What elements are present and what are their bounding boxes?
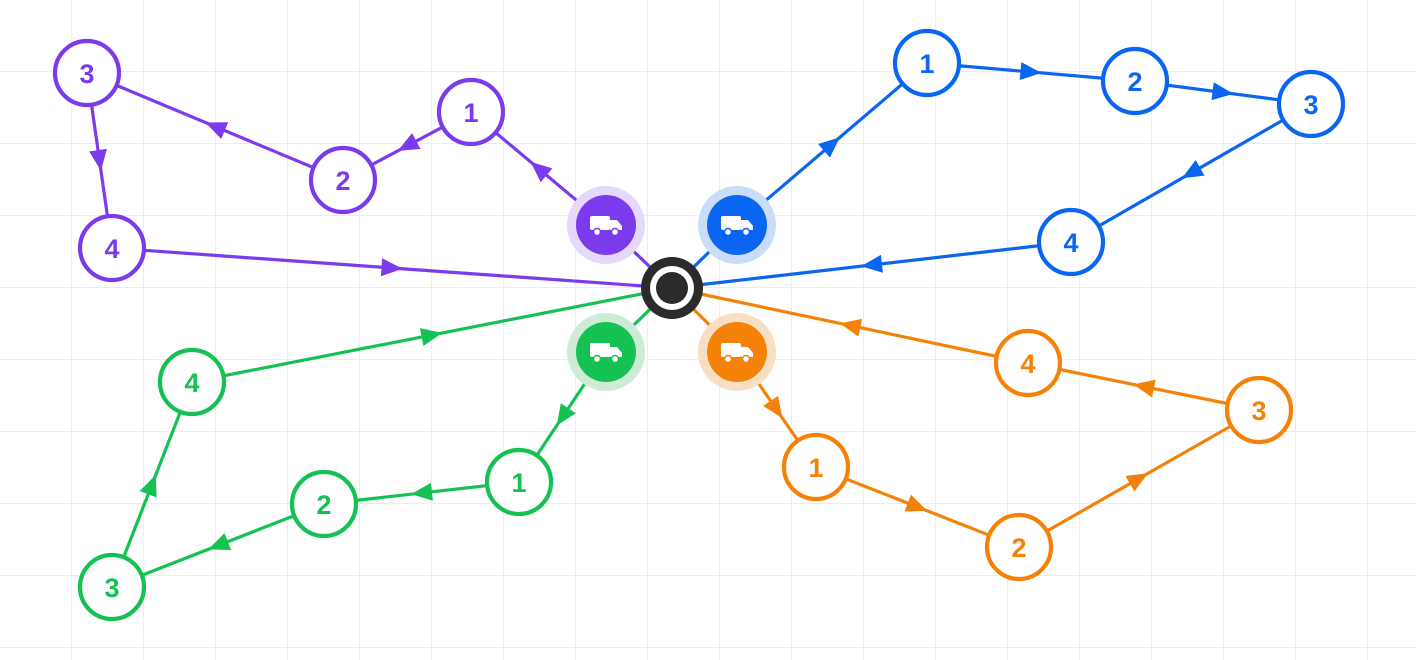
depot-dot bbox=[656, 272, 688, 304]
stop-label: 1 bbox=[919, 49, 934, 79]
stop-circle bbox=[984, 512, 1054, 582]
route-orange-stop-2[interactable]: 2 bbox=[984, 512, 1054, 582]
stop-label: 1 bbox=[808, 453, 823, 483]
route-green-direction-arrow-5 bbox=[419, 328, 443, 346]
stop-circle bbox=[77, 213, 147, 283]
stop-label: 3 bbox=[1303, 90, 1318, 120]
stop-circle bbox=[308, 145, 378, 215]
route-green-direction-arrow-3 bbox=[208, 533, 232, 551]
route-stops: 1 2 3 4 1 2 3 4 1 2 3 4 1 2 3 4 bbox=[52, 28, 1346, 622]
route-orange-truck-icon bbox=[721, 343, 753, 364]
stop-circle bbox=[1100, 46, 1170, 116]
stop-label: 4 bbox=[104, 234, 119, 264]
route-blue-stop-4[interactable]: 4 bbox=[1036, 207, 1106, 277]
route-green-stop-1[interactable]: 1 bbox=[484, 447, 554, 517]
stop-label: 3 bbox=[79, 59, 94, 89]
stop-circle bbox=[1276, 69, 1346, 139]
route-blue-direction-arrow-3 bbox=[1211, 82, 1234, 101]
route-blue-stop-1[interactable]: 1 bbox=[892, 28, 962, 98]
stop-circle bbox=[436, 77, 506, 147]
route-blue-direction-arrow-1 bbox=[818, 137, 840, 158]
route-purple-direction-arrow-5 bbox=[380, 258, 403, 277]
route-blue-direction-arrow-4 bbox=[1181, 159, 1205, 179]
route-purple-stop-4[interactable]: 4 bbox=[77, 213, 147, 283]
route-green-direction-arrow-4 bbox=[139, 474, 157, 498]
depot-marker[interactable] bbox=[641, 257, 703, 319]
stop-label: 4 bbox=[1063, 228, 1078, 258]
route-orange-direction-arrow-5 bbox=[839, 318, 863, 337]
route-orange-direction-arrow-3 bbox=[1125, 473, 1149, 492]
stop-label: 1 bbox=[463, 98, 478, 128]
route-purple-stop-1[interactable]: 1 bbox=[436, 77, 506, 147]
stop-label: 3 bbox=[104, 573, 119, 603]
stop-label: 3 bbox=[1251, 396, 1266, 426]
route-blue-truck-icon bbox=[721, 216, 753, 237]
route-purple-stop-3[interactable]: 3 bbox=[52, 38, 122, 108]
route-green-stop-3[interactable]: 3 bbox=[77, 552, 147, 622]
route-orange-stop-4[interactable]: 4 bbox=[993, 328, 1063, 398]
route-blue-stop-3[interactable]: 3 bbox=[1276, 69, 1346, 139]
route-purple-direction-arrow-4 bbox=[89, 148, 107, 171]
stop-circle bbox=[1224, 375, 1294, 445]
route-orange-stop-3[interactable]: 3 bbox=[1224, 375, 1294, 445]
route-purple-direction-arrow-1 bbox=[530, 161, 553, 183]
stop-label: 2 bbox=[1011, 533, 1026, 563]
route-vehicles bbox=[567, 186, 776, 391]
route-purple-stop-2[interactable]: 2 bbox=[308, 145, 378, 215]
stop-circle bbox=[77, 552, 147, 622]
stop-circle bbox=[289, 469, 359, 539]
route-orange-direction-arrow-2 bbox=[904, 494, 928, 512]
stop-label: 2 bbox=[335, 166, 350, 196]
stop-circle bbox=[892, 28, 962, 98]
stop-circle bbox=[781, 432, 851, 502]
stop-label: 2 bbox=[1127, 67, 1142, 97]
route-blue-direction-arrow-2 bbox=[1019, 62, 1042, 81]
route-green-truck-icon bbox=[590, 343, 622, 364]
route-purple-direction-arrow-3 bbox=[205, 122, 229, 139]
route-orange-direction-arrow-4 bbox=[1133, 379, 1156, 398]
route-green-stop-4[interactable]: 4 bbox=[157, 347, 227, 417]
stop-label: 4 bbox=[1020, 349, 1035, 379]
route-green-direction-arrow-2 bbox=[411, 482, 433, 501]
route-blue-stop-2[interactable]: 2 bbox=[1100, 46, 1170, 116]
route-purple-direction-arrow-2 bbox=[397, 133, 421, 151]
stop-label: 4 bbox=[184, 368, 199, 398]
stop-circle bbox=[157, 347, 227, 417]
stop-circle bbox=[1036, 207, 1106, 277]
route-orange-stop-1[interactable]: 1 bbox=[781, 432, 851, 502]
stop-circle bbox=[484, 447, 554, 517]
route-orange-direction-arrow-1 bbox=[763, 395, 783, 419]
route-blue-direction-arrow-5 bbox=[861, 254, 883, 273]
stop-label: 2 bbox=[316, 490, 331, 520]
route-edges bbox=[85, 61, 1313, 589]
route-purple-truck-icon bbox=[590, 216, 622, 237]
stop-circle bbox=[52, 38, 122, 108]
route-green-direction-arrow-1 bbox=[556, 403, 576, 426]
route-green-stop-2[interactable]: 2 bbox=[289, 469, 359, 539]
stop-label: 1 bbox=[511, 468, 526, 498]
stop-circle bbox=[993, 328, 1063, 398]
